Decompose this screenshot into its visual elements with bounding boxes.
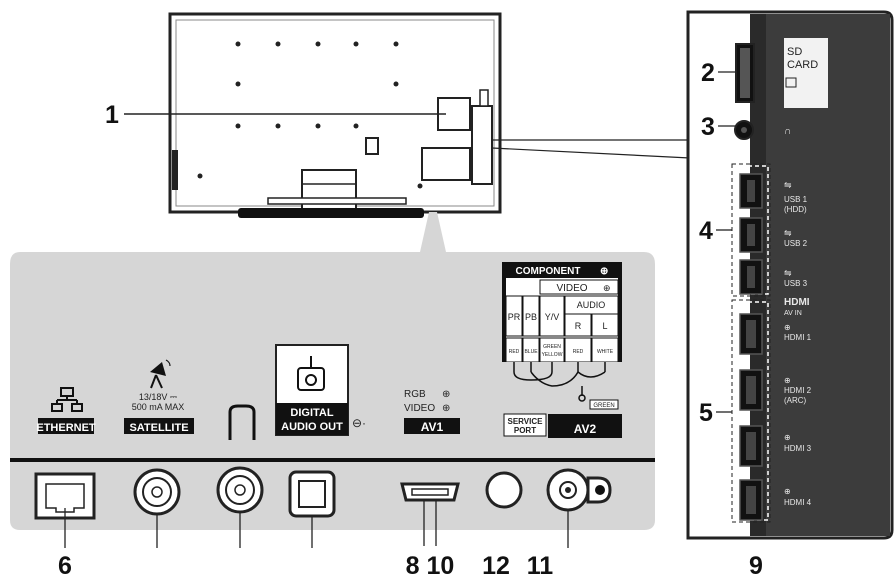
satellite-label: SATELLITE bbox=[129, 422, 188, 434]
service-port-label-line1: SERVICE bbox=[508, 417, 544, 426]
usb2-symbol-icon: ⇋ bbox=[784, 228, 792, 238]
callout-2: 2 bbox=[701, 59, 715, 87]
av1-label-bg bbox=[404, 418, 460, 434]
sd-card-slot bbox=[735, 43, 755, 103]
usb-port-2 bbox=[739, 217, 763, 253]
av1-scart-port bbox=[400, 482, 460, 502]
ethernet-label: ETHERNET bbox=[36, 422, 96, 434]
service-port bbox=[485, 471, 523, 509]
optical-audio-port bbox=[288, 470, 336, 518]
component-color-white: WHITE bbox=[597, 349, 614, 355]
hdmi-logo: HDMI bbox=[784, 297, 810, 308]
sd-card-label-box bbox=[784, 38, 828, 108]
digital-audio-output-icon: ⊖· bbox=[352, 416, 366, 430]
hdmi-port-3 bbox=[739, 425, 763, 467]
service-port-label-line2: PORT bbox=[514, 426, 536, 435]
hdmi2-label-line2: (ARC) bbox=[784, 396, 807, 405]
component-green-tag: GREEN bbox=[593, 403, 614, 409]
av1-video-input-icon: ⊕ bbox=[442, 403, 450, 414]
component-audio-r: R bbox=[575, 321, 582, 331]
av1-label: AV1 bbox=[421, 420, 444, 434]
av1-rgb-input-icon: ⊕ bbox=[442, 389, 450, 400]
ethernet-label-bg bbox=[38, 418, 94, 434]
component-pr: PR bbox=[508, 312, 521, 322]
usb1-symbol-icon: ⇋ bbox=[784, 180, 792, 190]
component-color-green: GREEN bbox=[543, 344, 561, 350]
bottom-leaders bbox=[64, 500, 569, 548]
tv-back-view bbox=[168, 12, 502, 218]
usb3-label: USB 3 bbox=[784, 279, 808, 288]
av1-video-label: VIDEO bbox=[404, 403, 435, 414]
satellite-label-bg bbox=[124, 418, 194, 434]
sd-card-label-line2: CARD bbox=[787, 59, 818, 71]
usb1-label-line2: (HDD) bbox=[784, 205, 807, 214]
satellite-port bbox=[133, 468, 181, 516]
component-yv: Y/V bbox=[545, 312, 560, 322]
component-color-yellow: YELLOW bbox=[542, 352, 563, 358]
hdmi-group-outline-dark bbox=[731, 299, 771, 523]
satellite-spec-current: 500 mA MAX bbox=[132, 402, 185, 412]
component-video-label: VIDEO bbox=[556, 283, 587, 294]
callout-9: 9 bbox=[749, 552, 763, 580]
digital-audio-label-line2: AUDIO OUT bbox=[281, 421, 343, 433]
callout-8-10: 8 10 bbox=[406, 552, 455, 580]
component-input-icon: ⊕ bbox=[600, 266, 608, 277]
component-audio-l: L bbox=[602, 321, 607, 331]
callout-3: 3 bbox=[701, 113, 715, 141]
usb1-label-line1: USB 1 bbox=[784, 195, 808, 204]
av1-rgb-label: RGB bbox=[404, 389, 426, 400]
hdmi3-label: HDMI 3 bbox=[784, 444, 812, 453]
av2-label: AV2 bbox=[574, 422, 597, 436]
hdmi-port-1 bbox=[739, 313, 763, 355]
digital-audio-label-line1: DIGITAL bbox=[290, 407, 333, 419]
callout-4: 4 bbox=[699, 217, 713, 245]
component-title: COMPONENT bbox=[516, 266, 581, 277]
callout-6: 6 bbox=[58, 552, 72, 580]
component-color-red: RED bbox=[509, 349, 520, 355]
hdmi4-label: HDMI 4 bbox=[784, 498, 812, 507]
usb-port-3 bbox=[739, 259, 763, 295]
satellite-spec-voltage: 13/18V ⎓ bbox=[139, 392, 177, 402]
headphone-jack bbox=[734, 120, 754, 140]
av2-port bbox=[546, 468, 612, 512]
component-pb: PB bbox=[525, 312, 537, 322]
component-color-blue: BLUE bbox=[524, 349, 538, 355]
hdmi2-label-line1: HDMI 2 bbox=[784, 386, 812, 395]
callout-5: 5 bbox=[699, 399, 713, 427]
headphone-icon: ∩ bbox=[784, 126, 791, 137]
usb2-label: USB 2 bbox=[784, 239, 808, 248]
hdmi2-input-icon: ⊕ bbox=[784, 376, 791, 385]
usb3-symbol-icon: ⇋ bbox=[784, 268, 792, 278]
callout-11: 11 bbox=[527, 552, 554, 580]
hdmi-av-in-label: AV IN bbox=[784, 310, 802, 317]
callout-12: 12 bbox=[482, 552, 510, 580]
hdmi1-input-icon: ⊕ bbox=[784, 323, 791, 332]
component-audio: AUDIO bbox=[577, 300, 606, 310]
ethernet-port bbox=[34, 472, 96, 520]
sd-card-label-line1: SD bbox=[787, 46, 802, 58]
component-video-input-icon: ⊕ bbox=[603, 283, 611, 293]
usb-port-1 bbox=[739, 173, 763, 209]
antenna-port bbox=[216, 466, 264, 514]
digital-audio-label-bg bbox=[276, 403, 348, 435]
optical-plug-icon bbox=[297, 356, 325, 391]
ethernet-network-icon bbox=[51, 387, 83, 412]
hdmi-port-4 bbox=[739, 479, 763, 521]
hdmi4-input-icon: ⊕ bbox=[784, 487, 791, 496]
component-color-red-audio: RED bbox=[573, 349, 584, 355]
side-panel-leader-bottom bbox=[491, 147, 691, 159]
callout-1: 1 bbox=[105, 101, 119, 129]
satellite-dish-icon bbox=[150, 359, 171, 389]
hdmi-port-2 bbox=[739, 369, 763, 411]
antenna-icon bbox=[228, 404, 256, 440]
hdmi1-label: HDMI 1 bbox=[784, 333, 812, 342]
hdmi3-input-icon: ⊕ bbox=[784, 433, 791, 442]
component-av2-block bbox=[502, 262, 622, 438]
